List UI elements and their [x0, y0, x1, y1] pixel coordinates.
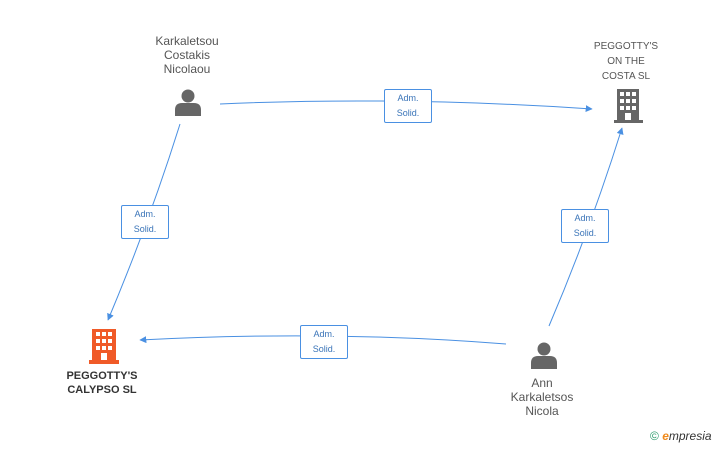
edge-label-role[interactable]: Adm. Solid.	[121, 205, 169, 239]
person-icon[interactable]	[531, 342, 557, 370]
name-line: CALYPSO SL	[67, 384, 137, 396]
building-icon[interactable]	[614, 89, 644, 123]
edge-label-role[interactable]: Adm. Solid.	[384, 89, 432, 123]
brand-name: mpresia	[668, 429, 712, 443]
name-line: Karkaletsos	[510, 390, 574, 404]
role-line: Solid.	[396, 108, 420, 118]
person-name-ann[interactable]: Ann Karkaletsos Nicola	[492, 376, 592, 418]
person-icon[interactable]	[175, 89, 201, 117]
name-line: Ann	[531, 376, 553, 390]
edge-label-role[interactable]: Adm. Solid.	[561, 209, 609, 243]
name-line: Karkaletsou	[155, 34, 219, 48]
name-line: Nicolaou	[163, 62, 211, 76]
name-line: Costakis	[163, 48, 210, 62]
name-line: COSTA SL	[601, 71, 651, 82]
role-line: Adm.	[574, 213, 596, 223]
name-line: ON THE	[607, 56, 645, 67]
role-line: Solid.	[312, 344, 336, 354]
company-name-calypso[interactable]: PEGGOTTY'S CALYPSO SL	[50, 369, 154, 397]
role-line: Solid.	[573, 228, 597, 238]
edge-label-role[interactable]: Adm. Solid.	[300, 325, 348, 359]
brand-logo: © empresia	[650, 429, 712, 443]
role-line: Solid.	[133, 224, 157, 234]
building-icon[interactable]	[89, 329, 119, 364]
name-line: Nicola	[525, 404, 559, 418]
brand-initial: e	[662, 429, 669, 443]
role-line: Adm.	[313, 329, 335, 339]
name-line: PEGGOTTY'S	[593, 41, 659, 52]
role-line: Adm.	[397, 93, 419, 103]
company-name-on-the-costa[interactable]: PEGGOTTY'S ON THE COSTA SL	[578, 39, 674, 84]
person-name-karkaletsou[interactable]: Karkaletsou Costakis Nicolaou	[132, 34, 242, 76]
role-line: Adm.	[134, 209, 156, 219]
copyright-symbol: ©	[650, 429, 659, 443]
name-line: PEGGOTTY'S	[66, 370, 138, 382]
